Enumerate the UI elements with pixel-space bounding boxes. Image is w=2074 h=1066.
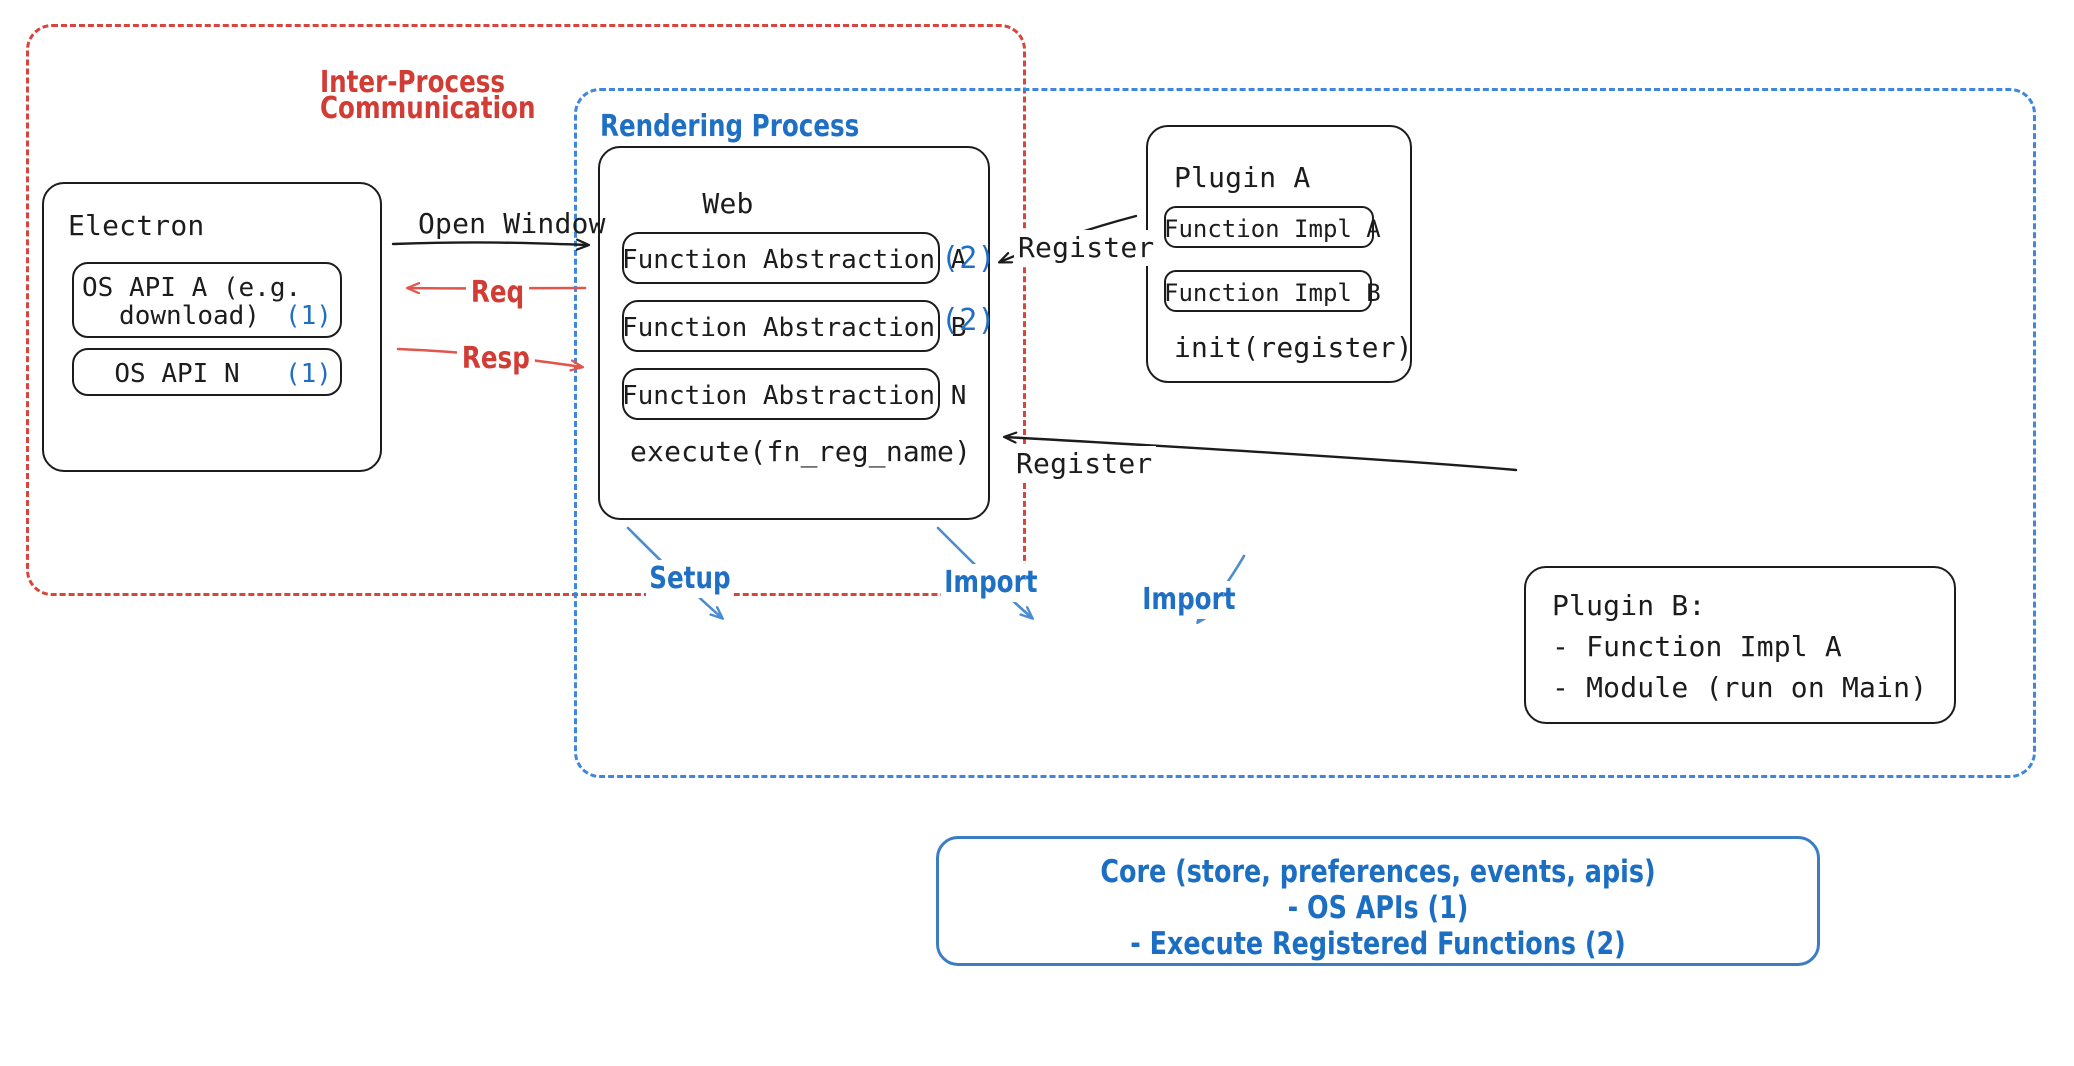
web-box[interactable] [598,146,990,520]
plugin-b-box[interactable] [1524,566,1956,724]
function-abstraction-a-label: Function Abstraction A [622,245,967,275]
function-abstraction-n-label: Function Abstraction N [622,381,967,411]
os-api-a-box[interactable] [72,262,342,338]
plugin-a-impl-b-label: Function Impl B [1164,279,1381,307]
function-abstraction-b-box[interactable] [622,300,940,352]
core-line-1: Core (store, preferences, events, apis) [1100,854,1656,890]
electron-title: Electron [68,209,205,242]
web-execute-label: execute(fn_reg_name) [630,435,972,468]
ipc-region-label-line2: Communication [320,91,536,126]
function-abstraction-n-box[interactable] [622,368,940,420]
plugin-a-impl-a-label: Function Impl A [1164,215,1381,243]
edge-label-resp: Resp [457,340,535,379]
edge-label-register-plugin-b: Register [1012,446,1157,482]
edge-label-open-window: Open Window [418,207,606,240]
rendering-process-label: Rendering Process [600,109,860,144]
core-line-2: - OS APIs (1) [1287,890,1469,926]
electron-box[interactable] [42,182,382,472]
edge-label-register-plugin-a: Register [1014,230,1159,266]
os-api-n-label: OS API N [114,359,240,389]
core-line-3: - Execute Registered Functions (2) [1130,926,1626,962]
plugin-a-init-label: init(register) [1174,331,1413,364]
edge-label-setup: Setup [646,560,734,599]
plugin-a-title: Plugin A [1174,161,1311,194]
core-box[interactable] [936,836,1820,966]
edge-label-import-plugin: Import [1139,581,1239,620]
edge-label-import-web: Import [941,564,1041,603]
plugin-b-title: Plugin B: [1552,589,1706,622]
function-abstraction-a-box[interactable] [622,232,940,284]
os-api-a-label-line1: OS API A (e.g. [82,273,302,303]
os-api-a-label-line2: download) [119,301,260,331]
ipc-region-label-line1: Inter-Process [320,65,506,100]
function-abstraction-a-marker: (2) [941,241,996,276]
os-api-n-box[interactable] [72,348,342,396]
ipc-region-boundary [26,24,1026,596]
plugin-b-item-1: - Module (run on Main) [1552,671,1928,704]
web-title: Web [702,187,754,220]
rendering-process-region-boundary [574,88,2036,778]
plugin-a-impl-a-box[interactable] [1164,206,1374,248]
os-api-n-marker: (1) [285,359,332,389]
edge-label-req: Req [466,274,530,313]
function-abstraction-b-label: Function Abstraction B [622,313,967,343]
plugin-a-impl-b-box[interactable] [1164,270,1372,312]
os-api-a-marker: (1) [285,301,332,331]
plugin-b-item-0: - Function Impl A [1552,630,1842,663]
function-abstraction-b-marker: (2) [941,303,996,338]
